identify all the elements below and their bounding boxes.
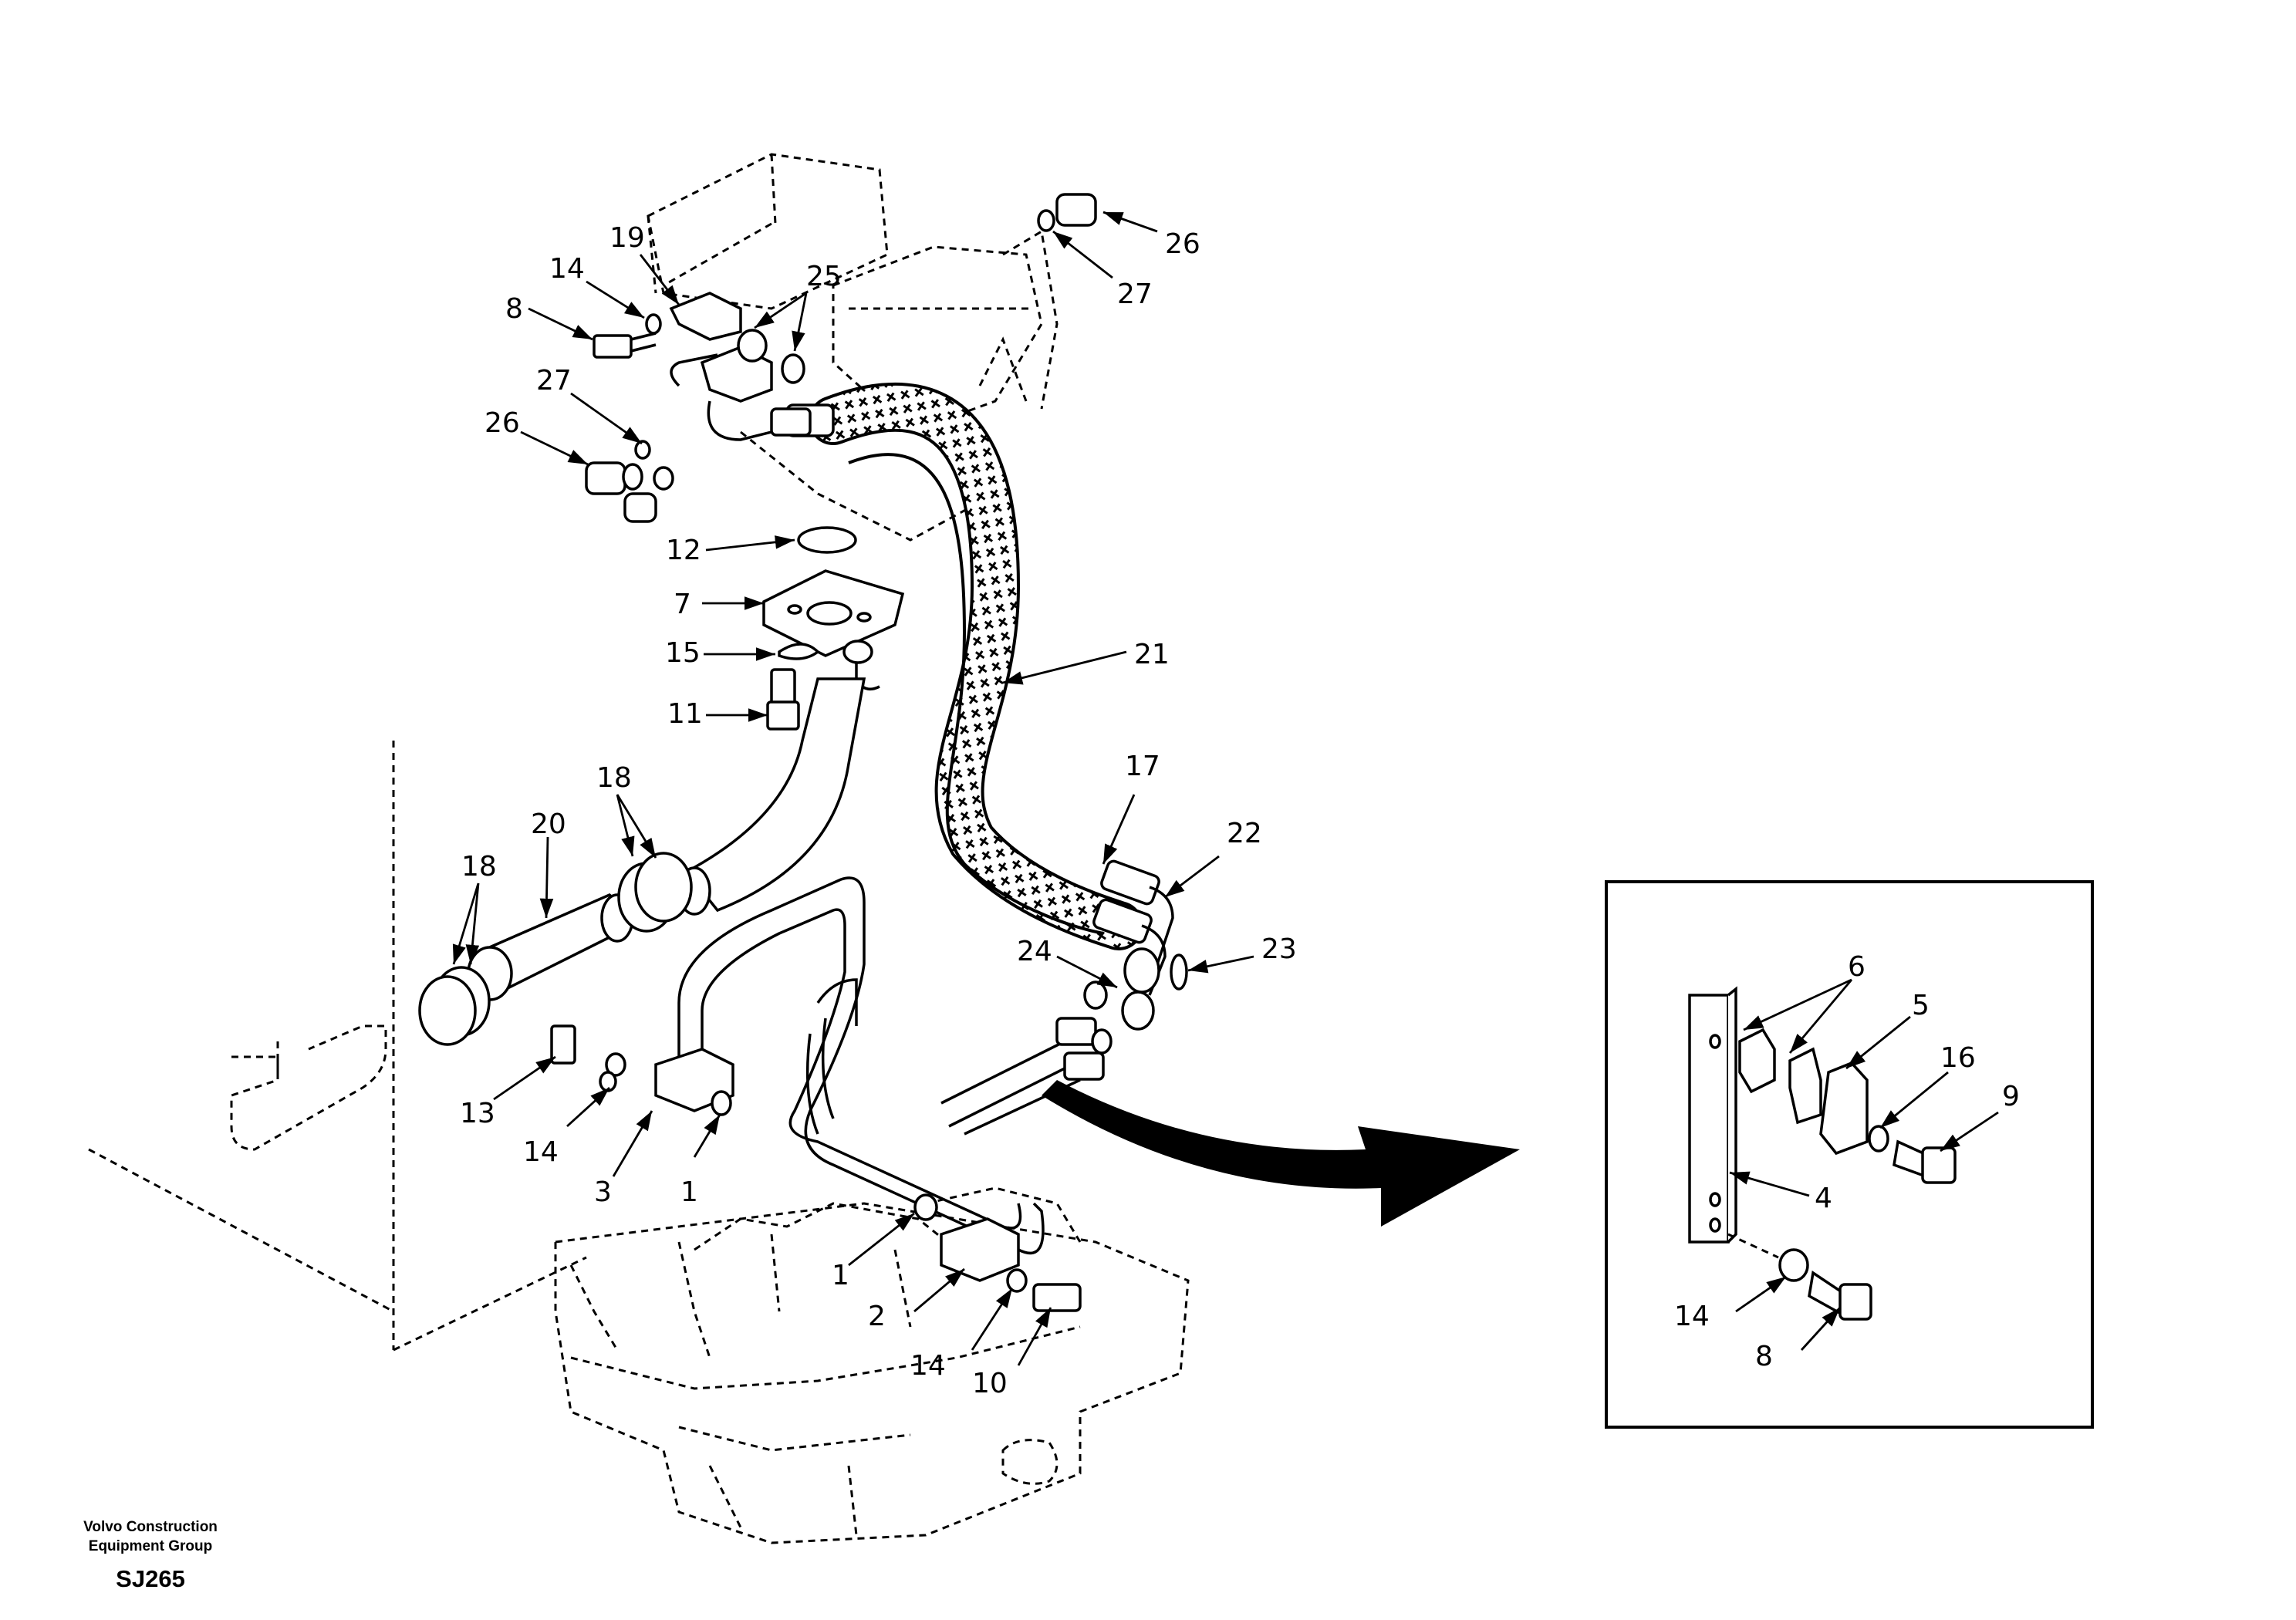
callout-18-left: 18: [461, 851, 497, 883]
callout-3: 3: [594, 1176, 612, 1208]
callout-26-left: 26: [485, 407, 520, 439]
hose-21: [785, 382, 1188, 1031]
callout-8-top: 8: [505, 293, 523, 325]
callout-14-left: 14: [523, 1136, 559, 1168]
callout-24: 24: [1017, 936, 1052, 967]
detail-callout-4: 4: [1815, 1183, 1832, 1214]
callout-20: 20: [531, 808, 566, 840]
callout-21: 21: [1134, 639, 1170, 670]
callout-17: 17: [1125, 751, 1160, 782]
callout-11: 11: [667, 698, 703, 730]
detail-callout-14: 14: [1674, 1301, 1710, 1332]
detail-callout-5: 5: [1912, 990, 1930, 1021]
callout-27-top: 27: [1117, 278, 1153, 310]
callout-1-left: 1: [680, 1176, 698, 1208]
callout-18-center: 18: [596, 762, 632, 794]
callout-2: 2: [868, 1301, 886, 1332]
detail-arrow: [1042, 1080, 1520, 1227]
detail-callout-6: 6: [1848, 951, 1866, 983]
callout-1-bottom: 1: [832, 1260, 849, 1291]
callout-19: 19: [609, 222, 645, 254]
drawing-code: SJ265: [116, 1565, 185, 1592]
detail-callout-8: 8: [1755, 1341, 1773, 1372]
suction-elbow: [418, 677, 866, 1046]
callout-14-bottom: 14: [910, 1350, 946, 1382]
leader-arrows: [452, 211, 1999, 1366]
callout-23: 23: [1261, 933, 1297, 965]
detail-inset: [1605, 880, 2094, 1429]
pump-fittings: [585, 193, 1097, 523]
valve-block-outline-dashed: [554, 1186, 1190, 1544]
callout-10: 10: [972, 1368, 1008, 1399]
callout-15: 15: [665, 637, 701, 669]
footer-company-line2: Equipment Group: [89, 1538, 212, 1554]
callout-13: 13: [460, 1098, 495, 1129]
callout-14-top: 14: [549, 253, 585, 285]
callout-12: 12: [666, 535, 701, 566]
part-labels: 26 27 19 14 25 8 27 26 12 7 15 11 21 18 …: [460, 222, 2020, 1399]
callout-26-top: 26: [1165, 228, 1200, 260]
frame-outline-dashed: [88, 741, 587, 1352]
callout-7: 7: [674, 589, 691, 620]
detail-callout-16: 16: [1940, 1042, 1976, 1074]
callout-27-left: 27: [536, 365, 572, 397]
callout-22: 22: [1227, 818, 1262, 849]
detail-callout-9: 9: [2002, 1081, 2020, 1112]
callout-25: 25: [806, 261, 842, 292]
footer-company-line1: Volvo Construction: [83, 1519, 218, 1535]
footer: Volvo Construction Equipment Group SJ265: [83, 1519, 218, 1592]
